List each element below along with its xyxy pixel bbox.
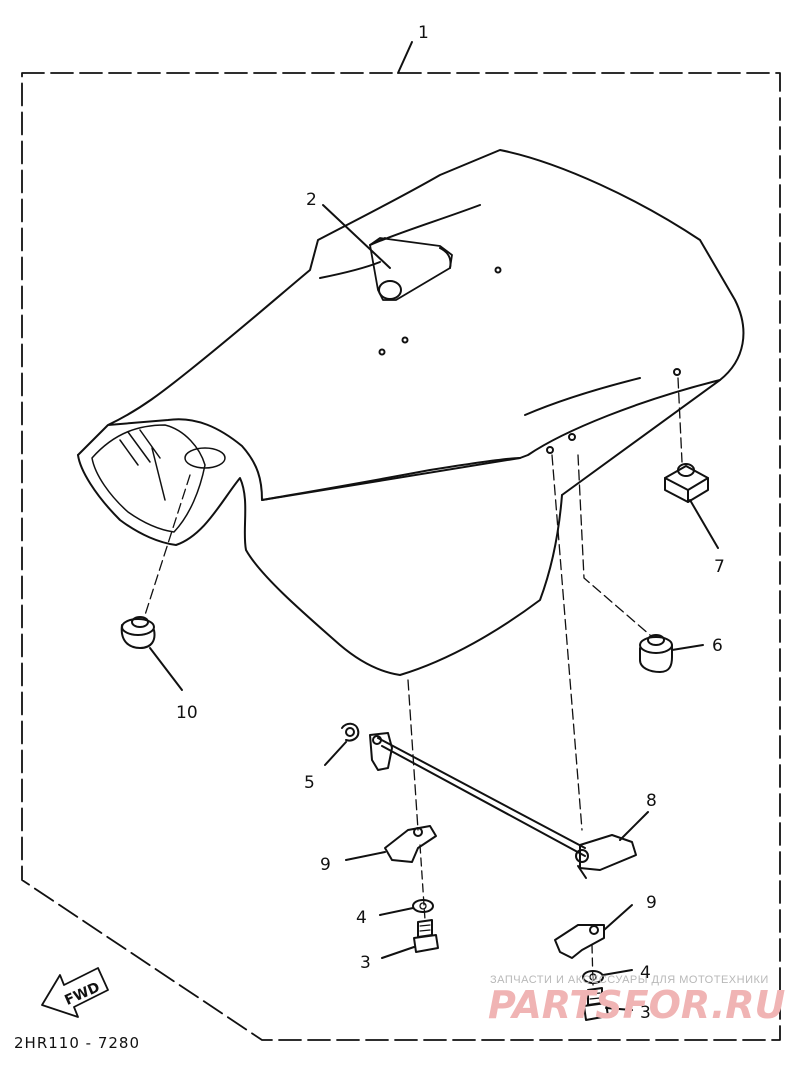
guide-mid (551, 454, 583, 831)
callout-3-left: 3 (360, 953, 371, 973)
callout-1: 1 (418, 23, 429, 43)
callout-5: 5 (304, 773, 315, 793)
damper-6 (639, 634, 673, 673)
guide-7 (677, 377, 683, 463)
callout-9-right: 9 (646, 893, 657, 913)
leader-7 (689, 499, 719, 549)
leader-2 (322, 204, 391, 269)
callout-10: 10 (176, 703, 198, 723)
guide-left-low (419, 844, 426, 921)
leader-4-right (602, 969, 633, 976)
callout-4-left: 4 (356, 908, 367, 928)
seat (77, 149, 745, 676)
washer-4-right (582, 970, 604, 984)
leader-4-left (379, 907, 414, 916)
callout-4-right: 4 (640, 963, 651, 983)
leader-1 (397, 41, 413, 74)
leader-9-left (345, 851, 386, 861)
watermark-tagline: ЗАПЧАСТИ И АКСЕССУАРЫ ДЛЯ МОТОТЕХНИКИ (490, 974, 769, 986)
seat-lock-rod-8 (369, 732, 637, 879)
guide-10 (144, 474, 191, 616)
leader-6 (671, 644, 704, 651)
guide-6 (577, 454, 651, 636)
leader-8 (619, 811, 649, 841)
guide-left (407, 679, 419, 831)
bolt-3-right (583, 987, 609, 1021)
callout-8: 8 (646, 791, 657, 811)
bracket-9-left (384, 825, 437, 863)
leader-3-right (605, 1007, 633, 1011)
callout-7: 7 (714, 557, 725, 577)
grab-hook-2 (369, 237, 453, 301)
assembly-frame (21, 72, 781, 1041)
washer-4-left (412, 899, 434, 913)
guide-right-low (591, 944, 594, 986)
bolt-3-left (413, 919, 439, 953)
damper-10 (120, 616, 156, 649)
callout-2: 2 (306, 190, 317, 210)
clip-5 (341, 722, 360, 742)
bracket-9-right (554, 924, 605, 959)
leader-10 (149, 647, 183, 691)
callout-6: 6 (712, 636, 723, 656)
u-nut-7 (664, 463, 709, 503)
forward-arrow-icon (41, 967, 109, 1018)
leader-9-right (603, 904, 633, 931)
leader-5 (324, 741, 347, 766)
watermark-brand: PARTSFOR.RU (488, 983, 786, 1027)
callout-3-right: 3 (640, 1003, 651, 1023)
diagram-code: 2HR110 - 7280 (14, 1034, 140, 1052)
callout-9-left: 9 (320, 855, 331, 875)
leader-3-left (381, 946, 415, 959)
